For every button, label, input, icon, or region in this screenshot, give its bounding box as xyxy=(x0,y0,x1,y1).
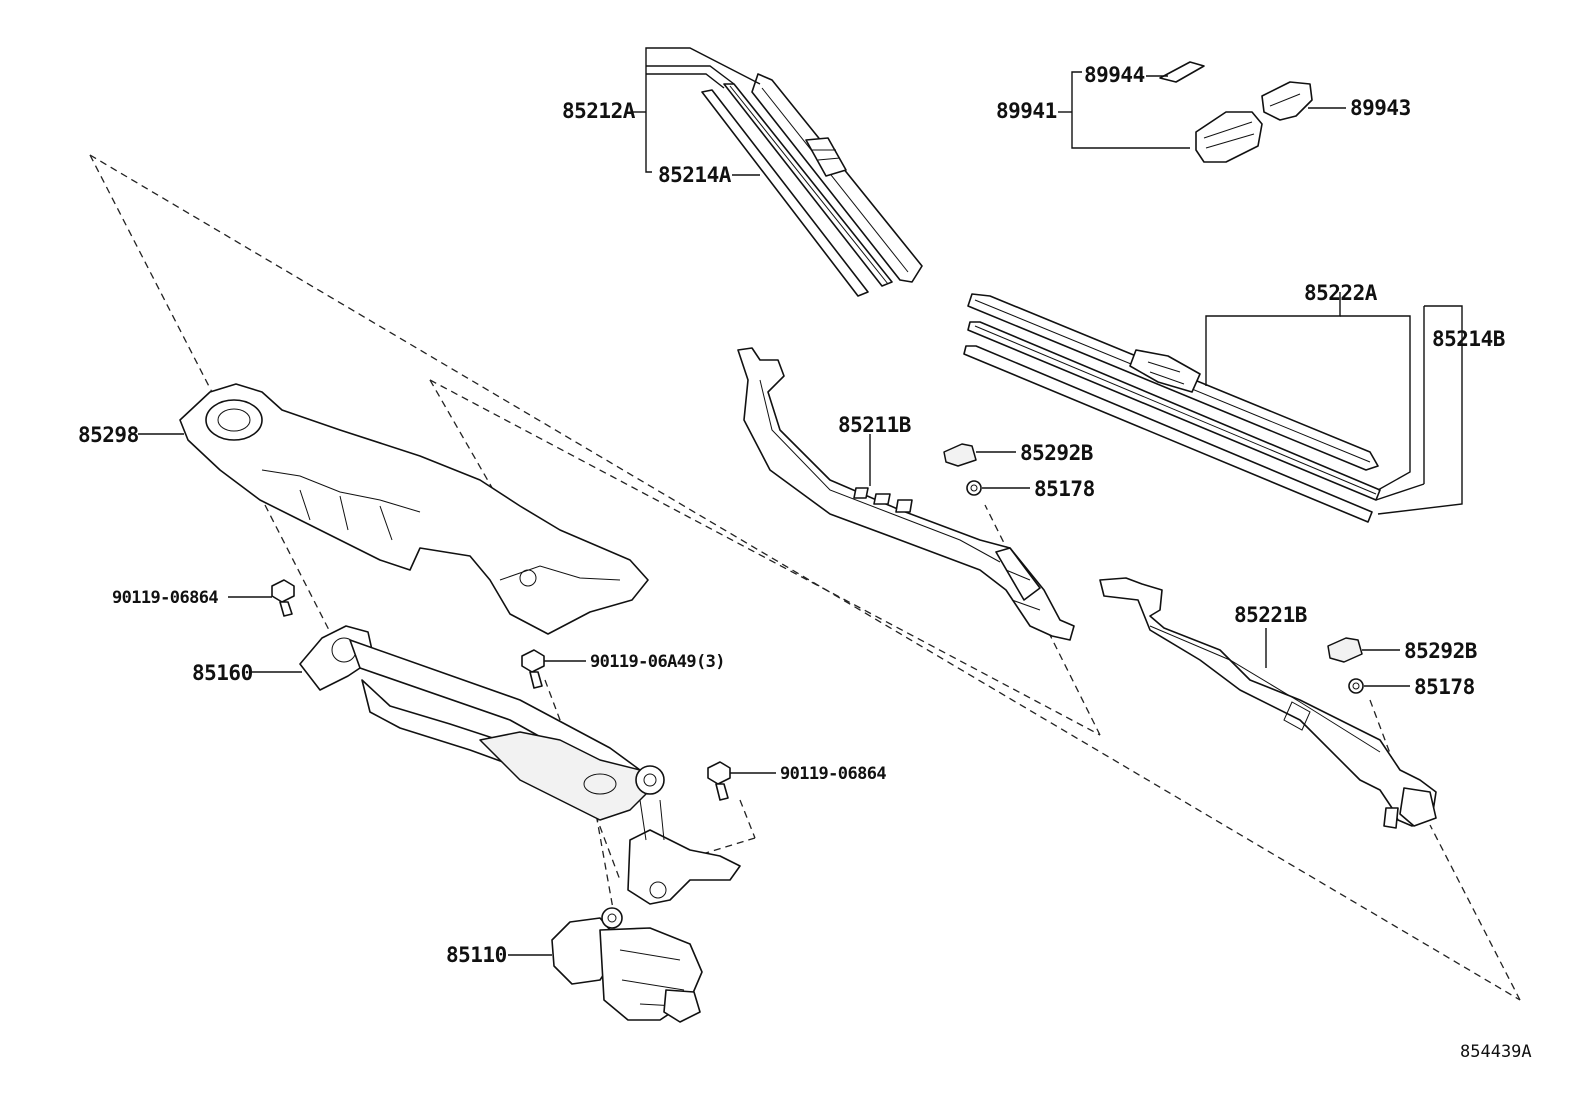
wiper-motor-85110 xyxy=(551,907,703,1023)
label-89943: 89943 xyxy=(1350,96,1411,120)
leader-lines xyxy=(138,47,1463,956)
bolt-90119-06864-right xyxy=(707,761,731,801)
label-85178-upper: 85178 xyxy=(1034,477,1095,501)
label-85292B-lower: 85292B xyxy=(1404,639,1477,663)
wiper-rubber-85214B xyxy=(963,321,1381,523)
cap-85292B-lower xyxy=(1327,637,1363,663)
callout-labels: 85212A 85214A 89944 89941 89943 85222A 8… xyxy=(78,63,1532,1062)
label-85178-lower: 85178 xyxy=(1414,675,1475,699)
wiper-link-85160 xyxy=(299,625,741,905)
diagram-reference-code: 854439A xyxy=(1460,1042,1532,1062)
adapter-89941 xyxy=(1195,111,1263,163)
label-85212A: 85212A xyxy=(562,99,636,123)
label-85222A: 85222A xyxy=(1304,281,1378,305)
label-85214A: 85214A xyxy=(658,163,732,187)
label-85110: 85110 xyxy=(446,943,507,967)
label-89944: 89944 xyxy=(1084,63,1145,87)
nut-85178-upper xyxy=(966,480,982,496)
wiper-rubber-85214A xyxy=(701,83,893,297)
clip-89943 xyxy=(1261,81,1313,121)
bolt-90119-06A49 xyxy=(521,649,545,689)
wiper-arm-85211B xyxy=(737,347,1075,641)
label-85211B: 85211B xyxy=(838,413,911,437)
label-85214B: 85214B xyxy=(1432,327,1505,351)
wiper-arm-85221B xyxy=(1099,577,1437,829)
label-90119-06864-right: 90119-06864 xyxy=(780,764,886,784)
label-89944 xyxy=(1159,61,1205,83)
wiper-blade-85212A xyxy=(751,73,923,283)
label-90119-06864-left: 90119-06864 xyxy=(112,588,218,608)
cap-85292B-upper xyxy=(943,443,977,467)
label-85298: 85298 xyxy=(78,423,139,447)
label-85160: 85160 xyxy=(192,661,253,685)
label-89941: 89941 xyxy=(996,99,1057,123)
label-90119-06A49: 90119-06A49(3) xyxy=(590,652,725,672)
label-85221B: 85221B xyxy=(1234,603,1307,627)
wiper-blade-85222A xyxy=(967,293,1379,471)
cowl-cover-85298 xyxy=(179,383,649,635)
nut-85178-lower xyxy=(1348,678,1364,694)
label-85292B-upper: 85292B xyxy=(1020,441,1093,465)
bolt-90119-06864-left xyxy=(271,579,295,617)
